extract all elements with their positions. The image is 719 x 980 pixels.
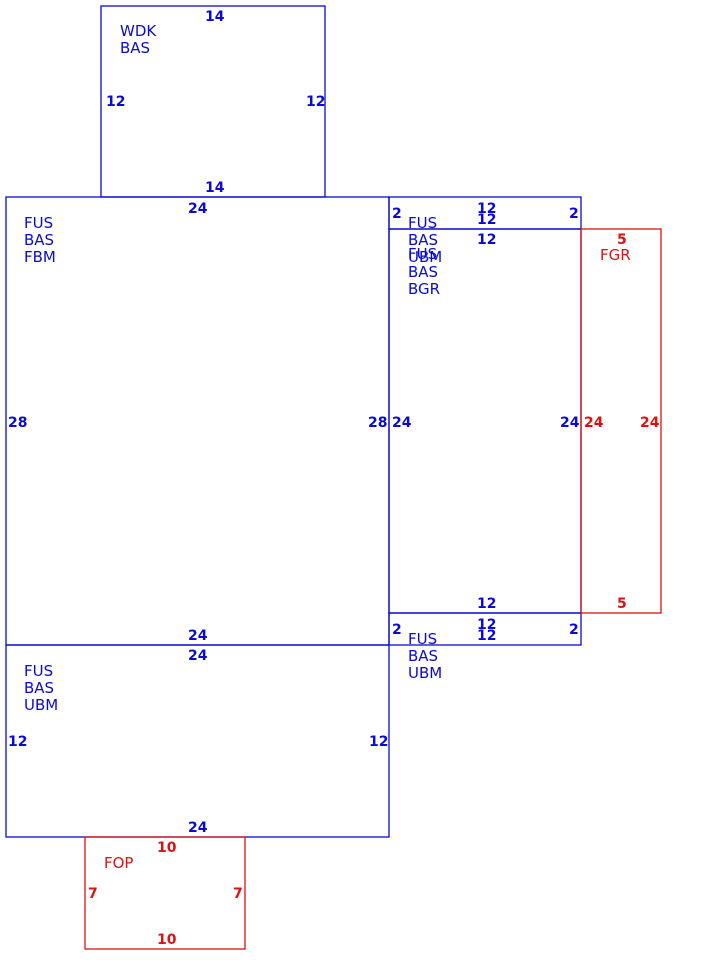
area-fop-dim-top: 10 — [157, 840, 177, 856]
area-right-main-code-overlap: FUS — [408, 245, 437, 263]
area-main-code-1: FUS — [24, 214, 53, 232]
area-right-top-strip-dim-top: 12 — [477, 201, 496, 217]
area-lower-code-1: FUS — [24, 662, 53, 680]
area-fgr-outline — [580, 228, 662, 614]
area-main-dim-left: 28 — [8, 415, 27, 431]
area-right-main-code-5: BGR — [408, 280, 440, 298]
area-lower-outline — [5, 644, 390, 838]
area-lower-code-3: UBM — [24, 696, 58, 714]
area-right-main-dim-left: 24 — [392, 415, 412, 431]
area-fgr[interactable]: FGR 5 5 24 24 — [580, 228, 662, 614]
area-main-dim-right: 28 — [368, 415, 387, 431]
area-right-bottom-strip-dim-bottom: 12 — [477, 628, 496, 644]
area-right-top-strip-dim-bottom: 12 — [477, 212, 496, 228]
area-right-top-strip-dim-left: 2 — [392, 206, 402, 222]
area-lower-dim-left: 12 — [8, 734, 27, 750]
area-right-bottom-strip-dim-right: 2 — [569, 622, 579, 638]
area-fgr-code-1: FGR — [600, 246, 631, 264]
area-right-bottom-strip[interactable]: 12 12 2 2 FUS BAS UBM — [388, 612, 582, 682]
area-main[interactable]: FUS BAS FBM 24 24 28 28 — [5, 196, 390, 646]
area-fgr-dim-top: 5 — [617, 232, 627, 248]
area-right-main-dim-bottom: 12 — [477, 596, 496, 612]
area-fop-dim-left: 7 — [88, 886, 98, 902]
area-wdk-dim-bottom: 14 — [205, 180, 225, 196]
area-right-main-dim-right: 24 — [560, 415, 580, 431]
area-right-top-strip-dim-right: 2 — [569, 206, 579, 222]
area-right-bottom-strip-code-1: FUS — [408, 630, 437, 648]
area-lower-code-2: BAS — [24, 679, 54, 697]
area-fop[interactable]: FOP 10 10 7 7 — [84, 836, 246, 950]
area-right-main-dim-top: 12 — [477, 232, 496, 248]
area-main-code-2: BAS — [24, 231, 54, 249]
area-main-outline — [5, 196, 390, 646]
area-lower-dim-top: 24 — [188, 648, 208, 664]
area-fop-outline — [84, 836, 246, 950]
area-right-main-code-1: FUS — [408, 214, 437, 232]
area-wdk-dim-right: 12 — [306, 94, 325, 110]
area-main-dim-bottom: 24 — [188, 628, 208, 644]
area-wdk[interactable]: WDK BAS 14 14 12 12 — [100, 5, 326, 198]
area-right-bottom-strip-dim-top: 12 — [477, 617, 496, 633]
area-fop-dim-right: 7 — [233, 886, 243, 902]
area-main-code-3: FBM — [24, 248, 56, 266]
area-fgr-dim-right: 24 — [640, 415, 660, 431]
area-right-main-code-4: BAS — [408, 263, 438, 281]
area-main-dim-top: 24 — [188, 201, 208, 217]
area-wdk-code-2: BAS — [120, 39, 150, 57]
area-lower[interactable]: FUS BAS UBM 24 24 12 12 — [5, 644, 390, 838]
area-right-bottom-strip-code-3: UBM — [408, 664, 442, 682]
area-wdk-code-1: WDK — [120, 22, 157, 40]
area-lower-dim-bottom: 24 — [188, 820, 208, 836]
area-fgr-dim-left: 24 — [584, 415, 604, 431]
area-wdk-dim-left: 12 — [106, 94, 125, 110]
area-fgr-dim-bottom: 5 — [617, 596, 627, 612]
area-right-main-code-3: UBM — [408, 248, 442, 266]
area-right-bottom-strip-dim-left: 2 — [392, 622, 402, 638]
area-right-bottom-strip-outline — [388, 612, 582, 646]
area-fop-dim-bottom: 10 — [157, 932, 177, 948]
area-right-main[interactable]: FUS BAS UBM FUS BAS BGR 12 12 24 24 — [388, 214, 582, 614]
area-right-main-code-2: BAS — [408, 231, 438, 249]
area-lower-dim-right: 12 — [369, 734, 388, 750]
area-fop-code-1: FOP — [104, 854, 133, 872]
area-wdk-dim-top: 14 — [205, 9, 225, 25]
area-right-bottom-strip-code-2: BAS — [408, 647, 438, 665]
